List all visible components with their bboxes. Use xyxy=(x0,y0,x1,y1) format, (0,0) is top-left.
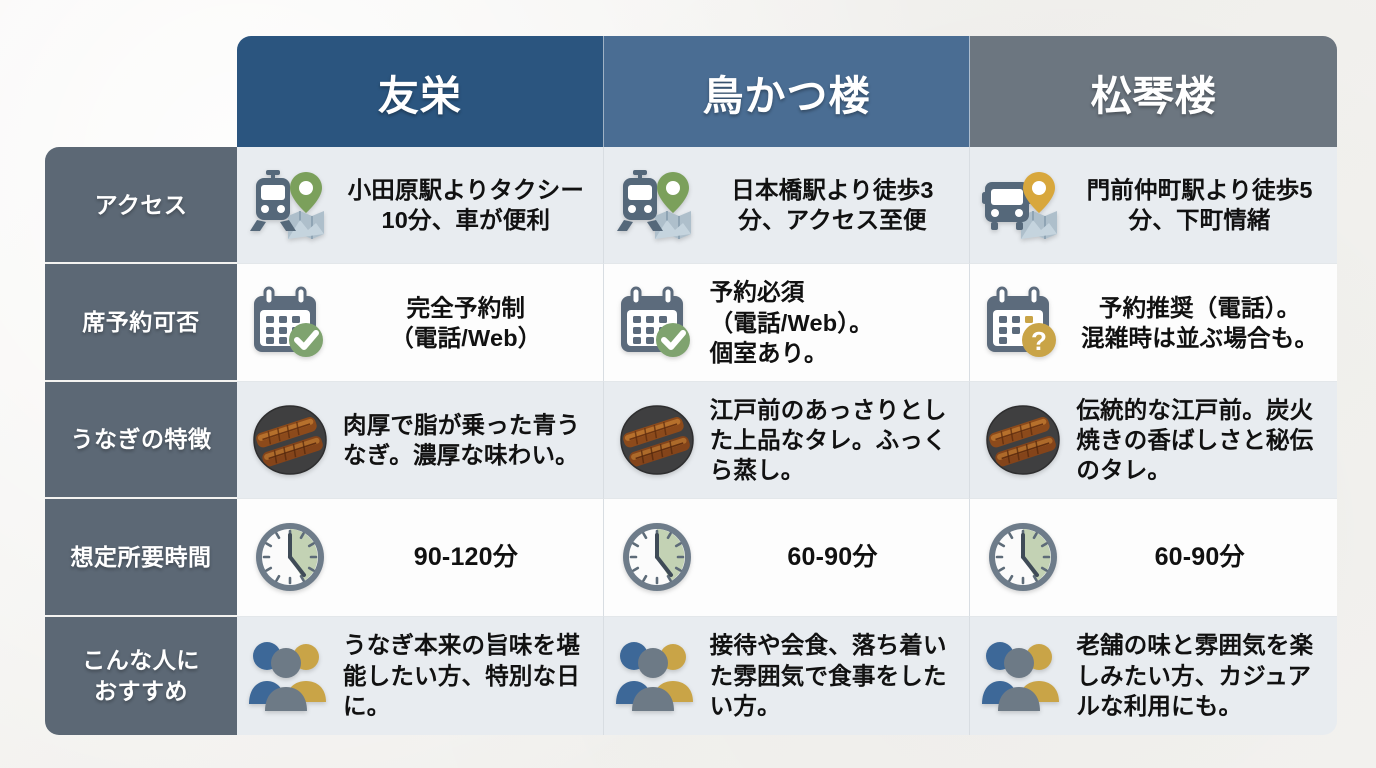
cell-text: 60-90分 xyxy=(1154,543,1245,572)
svg-text:?: ? xyxy=(1031,326,1047,356)
cell-reservation-shokinro: ? 予約推奨（電話）。 混雑時は並ぶ場合も。 xyxy=(970,264,1337,382)
clock-icon xyxy=(247,514,333,600)
cell-text: 門前仲町駅より徒歩5分、下町情緒 xyxy=(1086,177,1313,234)
grilled-eel-icon xyxy=(980,397,1066,483)
cell-text: うなぎ本来の旨味を堪能したい方、特別な日に。 xyxy=(343,632,581,719)
cell-text: 90-120分 xyxy=(413,543,518,572)
header-corner-blank xyxy=(45,36,237,147)
train-map-icon xyxy=(614,162,700,248)
cell-duration-shokinro: 60-90分 xyxy=(970,499,1337,617)
train-map-icon xyxy=(247,162,333,248)
cell-text: 老舗の味と雰囲気を楽しみたい方、カジュアルな利用にも。 xyxy=(1076,632,1314,719)
cell-text: 江戸前のあっさりとした上品なタレ。ふっくら蒸し。 xyxy=(709,396,947,484)
column-header-torikatsu: 鳥かつ楼 xyxy=(603,36,971,147)
restaurant-comparison-table: 友栄 鳥かつ楼 松琴楼 アクセス xyxy=(45,36,1337,735)
cell-text: 日本橋駅より徒歩3分、アクセス至便 xyxy=(731,177,934,234)
cell-text: 伝統的な江戸前。炭火焼きの香ばしさと秘伝のタレ。 xyxy=(1076,396,1314,484)
clock-icon xyxy=(980,514,1066,600)
cell-text: 小田原駅よりタクシー10分、車が便利 xyxy=(347,177,585,234)
cell-duration-yuuei: 90-120分 xyxy=(237,499,604,617)
cell-recommended-torikatsu: 接待や会食、落ち着いた雰囲気で食事をしたい方。 xyxy=(603,616,971,735)
grilled-eel-icon xyxy=(247,397,333,483)
column-header-yuuei: 友栄 xyxy=(237,36,604,147)
row-label-duration: 想定所要時間 xyxy=(45,499,238,617)
cell-unagi-shokinro: 伝統的な江戸前。炭火焼きの香ばしさと秘伝のタレ。 xyxy=(970,381,1337,500)
cell-recommended-shokinro: 老舗の味と雰囲気を楽しみたい方、カジュアルな利用にも。 xyxy=(970,616,1337,735)
calendar-check-icon xyxy=(247,280,333,366)
table-row: こんな人に おすすめ xyxy=(45,616,1337,735)
column-header-shokinro: 松琴楼 xyxy=(970,36,1337,147)
cell-text: 完全予約制 （電話/Web） xyxy=(390,294,542,351)
cell-text: 60-90分 xyxy=(787,543,878,572)
people-group-icon xyxy=(247,633,333,719)
cell-text: 予約必須 （電話/Web）。 個室あり。 xyxy=(709,279,873,366)
cell-text: 予約推奨（電話）。 混雑時は並ぶ場合も。 xyxy=(1081,294,1319,351)
cell-access-shokinro: 門前仲町駅より徒歩5分、下町情緒 xyxy=(970,147,1337,265)
row-label-recommended-for: こんな人に おすすめ xyxy=(45,616,238,735)
row-label-reservation: 席予約可否 xyxy=(45,264,238,382)
grilled-eel-icon xyxy=(614,397,700,483)
cell-reservation-yuuei: 完全予約制 （電話/Web） xyxy=(237,264,604,382)
people-group-icon xyxy=(980,633,1066,719)
calendar-question-icon: ? xyxy=(980,280,1066,366)
cell-unagi-torikatsu: 江戸前のあっさりとした上品なタレ。ふっくら蒸し。 xyxy=(603,381,971,500)
cell-recommended-yuuei: うなぎ本来の旨味を堪能したい方、特別な日に。 xyxy=(237,616,604,735)
people-group-icon xyxy=(614,633,700,719)
cell-text: 接待や会食、落ち着いた雰囲気で食事をしたい方。 xyxy=(709,632,947,719)
cell-access-torikatsu: 日本橋駅より徒歩3分、アクセス至便 xyxy=(603,147,971,265)
table-row: 想定所要時間 xyxy=(45,499,1337,617)
cell-text: 肉厚で脂が乗った青うなぎ。濃厚な味わい。 xyxy=(343,411,581,468)
table-row: アクセス xyxy=(45,147,1337,265)
cell-access-yuuei: 小田原駅よりタクシー10分、車が便利 xyxy=(237,147,604,265)
cell-duration-torikatsu: 60-90分 xyxy=(603,499,971,617)
cell-reservation-torikatsu: 予約必須 （電話/Web）。 個室あり。 xyxy=(603,264,971,382)
bus-map-icon xyxy=(980,162,1066,248)
calendar-check-icon xyxy=(614,280,700,366)
table-row: うなぎの特徴 xyxy=(45,381,1337,500)
table-header-row: 友栄 鳥かつ楼 松琴楼 xyxy=(45,36,1337,147)
comparison-table-container: 友栄 鳥かつ楼 松琴楼 アクセス xyxy=(45,36,1337,735)
row-label-access: アクセス xyxy=(45,147,238,265)
row-label-unagi-features: うなぎの特徴 xyxy=(45,381,238,500)
clock-icon xyxy=(614,514,700,600)
cell-unagi-yuuei: 肉厚で脂が乗った青うなぎ。濃厚な味わい。 xyxy=(237,381,604,500)
table-row: 席予約可否 xyxy=(45,264,1337,382)
